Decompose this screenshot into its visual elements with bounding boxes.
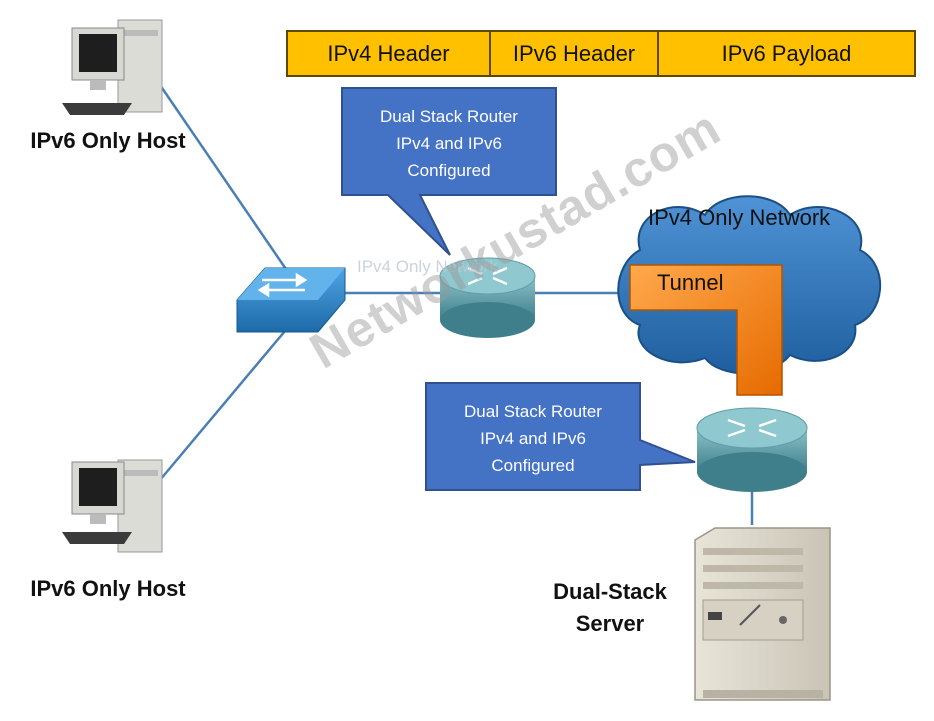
tunnel — [629, 264, 783, 396]
bottom-callout-line-1: Dual Stack Router — [464, 402, 602, 421]
top-callout-line-3: Configured — [407, 161, 491, 180]
bottom-callout-line-2: IPv4 and IPv6 — [480, 429, 586, 448]
bottom-router-callout — [425, 382, 696, 491]
server-icon — [694, 527, 831, 701]
bottom-callout-line-3: Configured — [491, 456, 575, 475]
bottom-router-icon — [696, 407, 808, 492]
top-callout-line-1: Dual Stack Router — [380, 107, 518, 126]
top-host-label: IPv6 Only Host — [30, 128, 186, 153]
top-host-computer-icon — [62, 19, 163, 115]
top-router-callout-text: Dual Stack Router IPv4 and IPv6 Configur… — [342, 103, 556, 184]
server-label-line-1: Dual-Stack — [553, 579, 667, 604]
bottom-router-callout-text: Dual Stack Router IPv4 and IPv6 Configur… — [426, 398, 640, 479]
top-callout-line-2: IPv4 and IPv6 — [396, 134, 502, 153]
tunnel-label: Tunnel — [657, 270, 724, 295]
server-label-line-2: Server — [575, 611, 645, 636]
bottom-host-computer-icon — [62, 459, 163, 553]
switch-icon — [236, 267, 346, 333]
ipv6-header-cell: IPv6 Header — [491, 32, 659, 75]
links — [158, 84, 754, 525]
packet-format: IPv4 Header IPv6 Header IPv6 Payload — [286, 30, 916, 77]
link-top-host-switch — [158, 84, 292, 276]
top-router-callout — [341, 87, 557, 256]
top-router-icon — [439, 257, 536, 338]
ipv4-cloud-label: IPv4 Only Network — [648, 205, 831, 230]
server-label: Dual-Stack Server — [530, 576, 690, 640]
link-bottom-host-switch — [159, 324, 291, 481]
bottom-host-label: IPv6 Only Host — [30, 576, 186, 601]
ipv4-header-cell: IPv4 Header — [288, 32, 491, 75]
ipv6-payload-cell: IPv6 Payload — [721, 40, 852, 66]
faded-network-label: IPv4 Only Network — [357, 257, 498, 276]
